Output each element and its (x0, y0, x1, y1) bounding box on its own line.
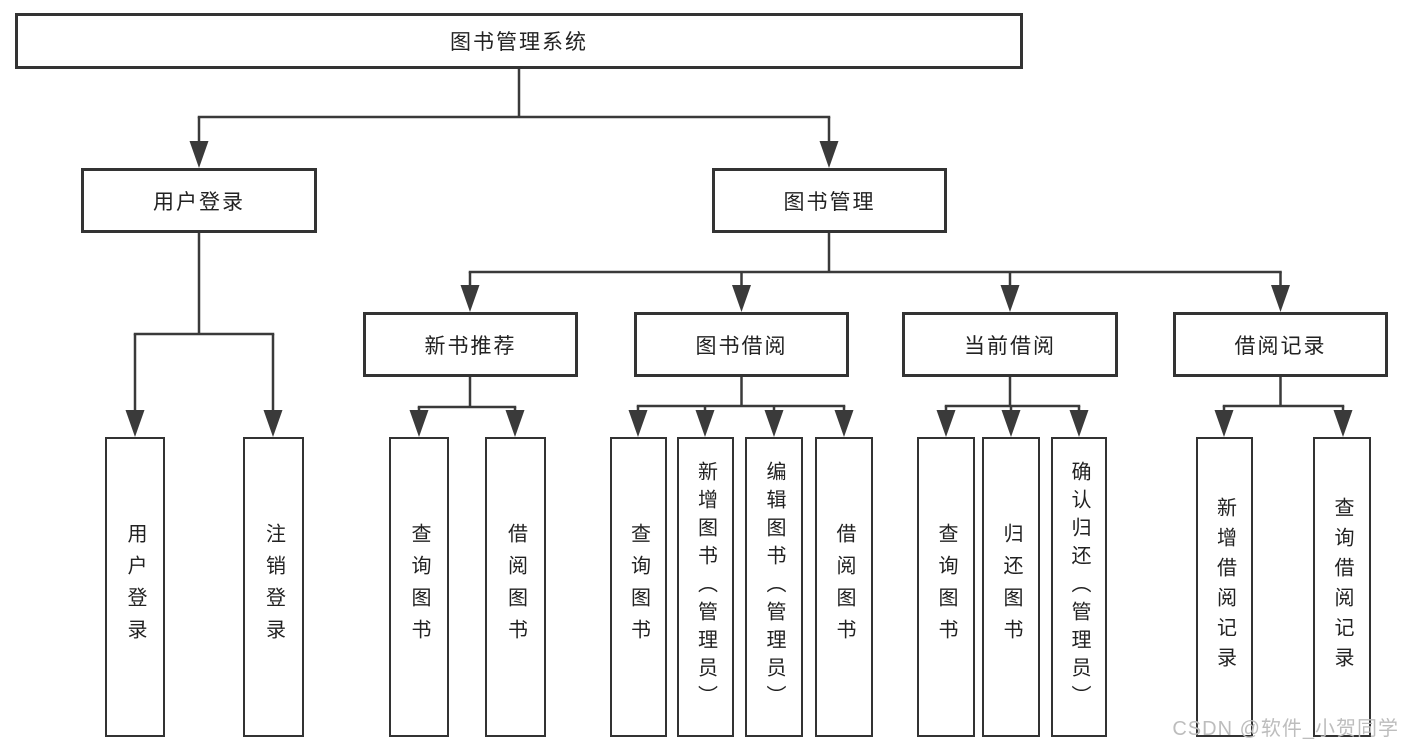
node-book-borrow: 图书借阅 (634, 312, 849, 377)
leaf-logout-login: 注销登录 (243, 437, 304, 737)
node-current-borrow-label: 当前借阅 (964, 334, 1056, 358)
leaf-borrow-query-books: 查询图书 (610, 437, 667, 737)
node-user-login: 用户登录 (81, 168, 317, 233)
leaf-newbook-query-books-label: 查询图书 (408, 523, 430, 651)
leaf-borrow-borrow-books-label: 借阅图书 (833, 523, 855, 651)
leaf-borrow-edit-books-admin: 编辑图书（管理员） (745, 437, 803, 737)
node-book-management-label: 图书管理 (783, 190, 876, 214)
leaf-current-return-books: 归还图书 (982, 437, 1040, 737)
node-new-book-recommend: 新书推荐 (363, 312, 578, 377)
leaf-borrow-add-books-admin-label: 新增图书（管理员） (694, 461, 717, 713)
watermark: CSDN @软件_小贺同学 (1172, 718, 1399, 740)
leaf-newbook-borrow-books: 借阅图书 (485, 437, 546, 737)
node-book-management: 图书管理 (712, 168, 947, 233)
node-root: 图书管理系统 (15, 13, 1023, 69)
tree-branch-lines (133, 66, 1345, 409)
leaf-records-query-borrow-record: 查询借阅记录 (1313, 437, 1371, 737)
leaf-records-add-borrow-record-label: 新增借阅记录 (1213, 497, 1236, 677)
node-book-borrow-label: 图书借阅 (695, 334, 788, 358)
node-root-label: 图书管理系统 (450, 31, 588, 54)
leaf-current-query-books: 查询图书 (917, 437, 975, 737)
node-current-borrow: 当前借阅 (902, 312, 1118, 377)
leaf-user-login-label: 用户登录 (124, 523, 146, 651)
leaf-newbook-borrow-books-label: 借阅图书 (504, 523, 527, 651)
node-borrow-records-label: 借阅记录 (1234, 334, 1327, 358)
node-new-book-recommend-label: 新书推荐 (424, 334, 517, 358)
leaf-records-query-borrow-record-label: 查询借阅记录 (1331, 497, 1353, 677)
arrowheads (125, 141, 1353, 437)
leaf-borrow-edit-books-admin-label: 编辑图书（管理员） (763, 461, 785, 713)
leaf-borrow-add-books-admin: 新增图书（管理员） (677, 437, 734, 737)
leaf-current-query-books-label: 查询图书 (935, 523, 957, 651)
leaf-records-add-borrow-record: 新增借阅记录 (1196, 437, 1253, 737)
leaf-borrow-query-books-label: 查询图书 (627, 523, 650, 651)
node-user-login-label: 用户登录 (153, 190, 245, 214)
leaf-current-return-books-label: 归还图书 (1000, 523, 1022, 651)
leaf-current-confirm-return-admin: 确认归还（管理员） (1051, 437, 1107, 737)
leaf-newbook-query-books: 查询图书 (389, 437, 449, 737)
leaf-current-confirm-return-admin-label: 确认归还（管理员） (1068, 461, 1090, 713)
node-borrow-records: 借阅记录 (1173, 312, 1388, 377)
leaf-user-login: 用户登录 (105, 437, 165, 737)
leaf-borrow-borrow-books: 借阅图书 (815, 437, 873, 737)
leaf-logout-login-label: 注销登录 (262, 523, 285, 651)
